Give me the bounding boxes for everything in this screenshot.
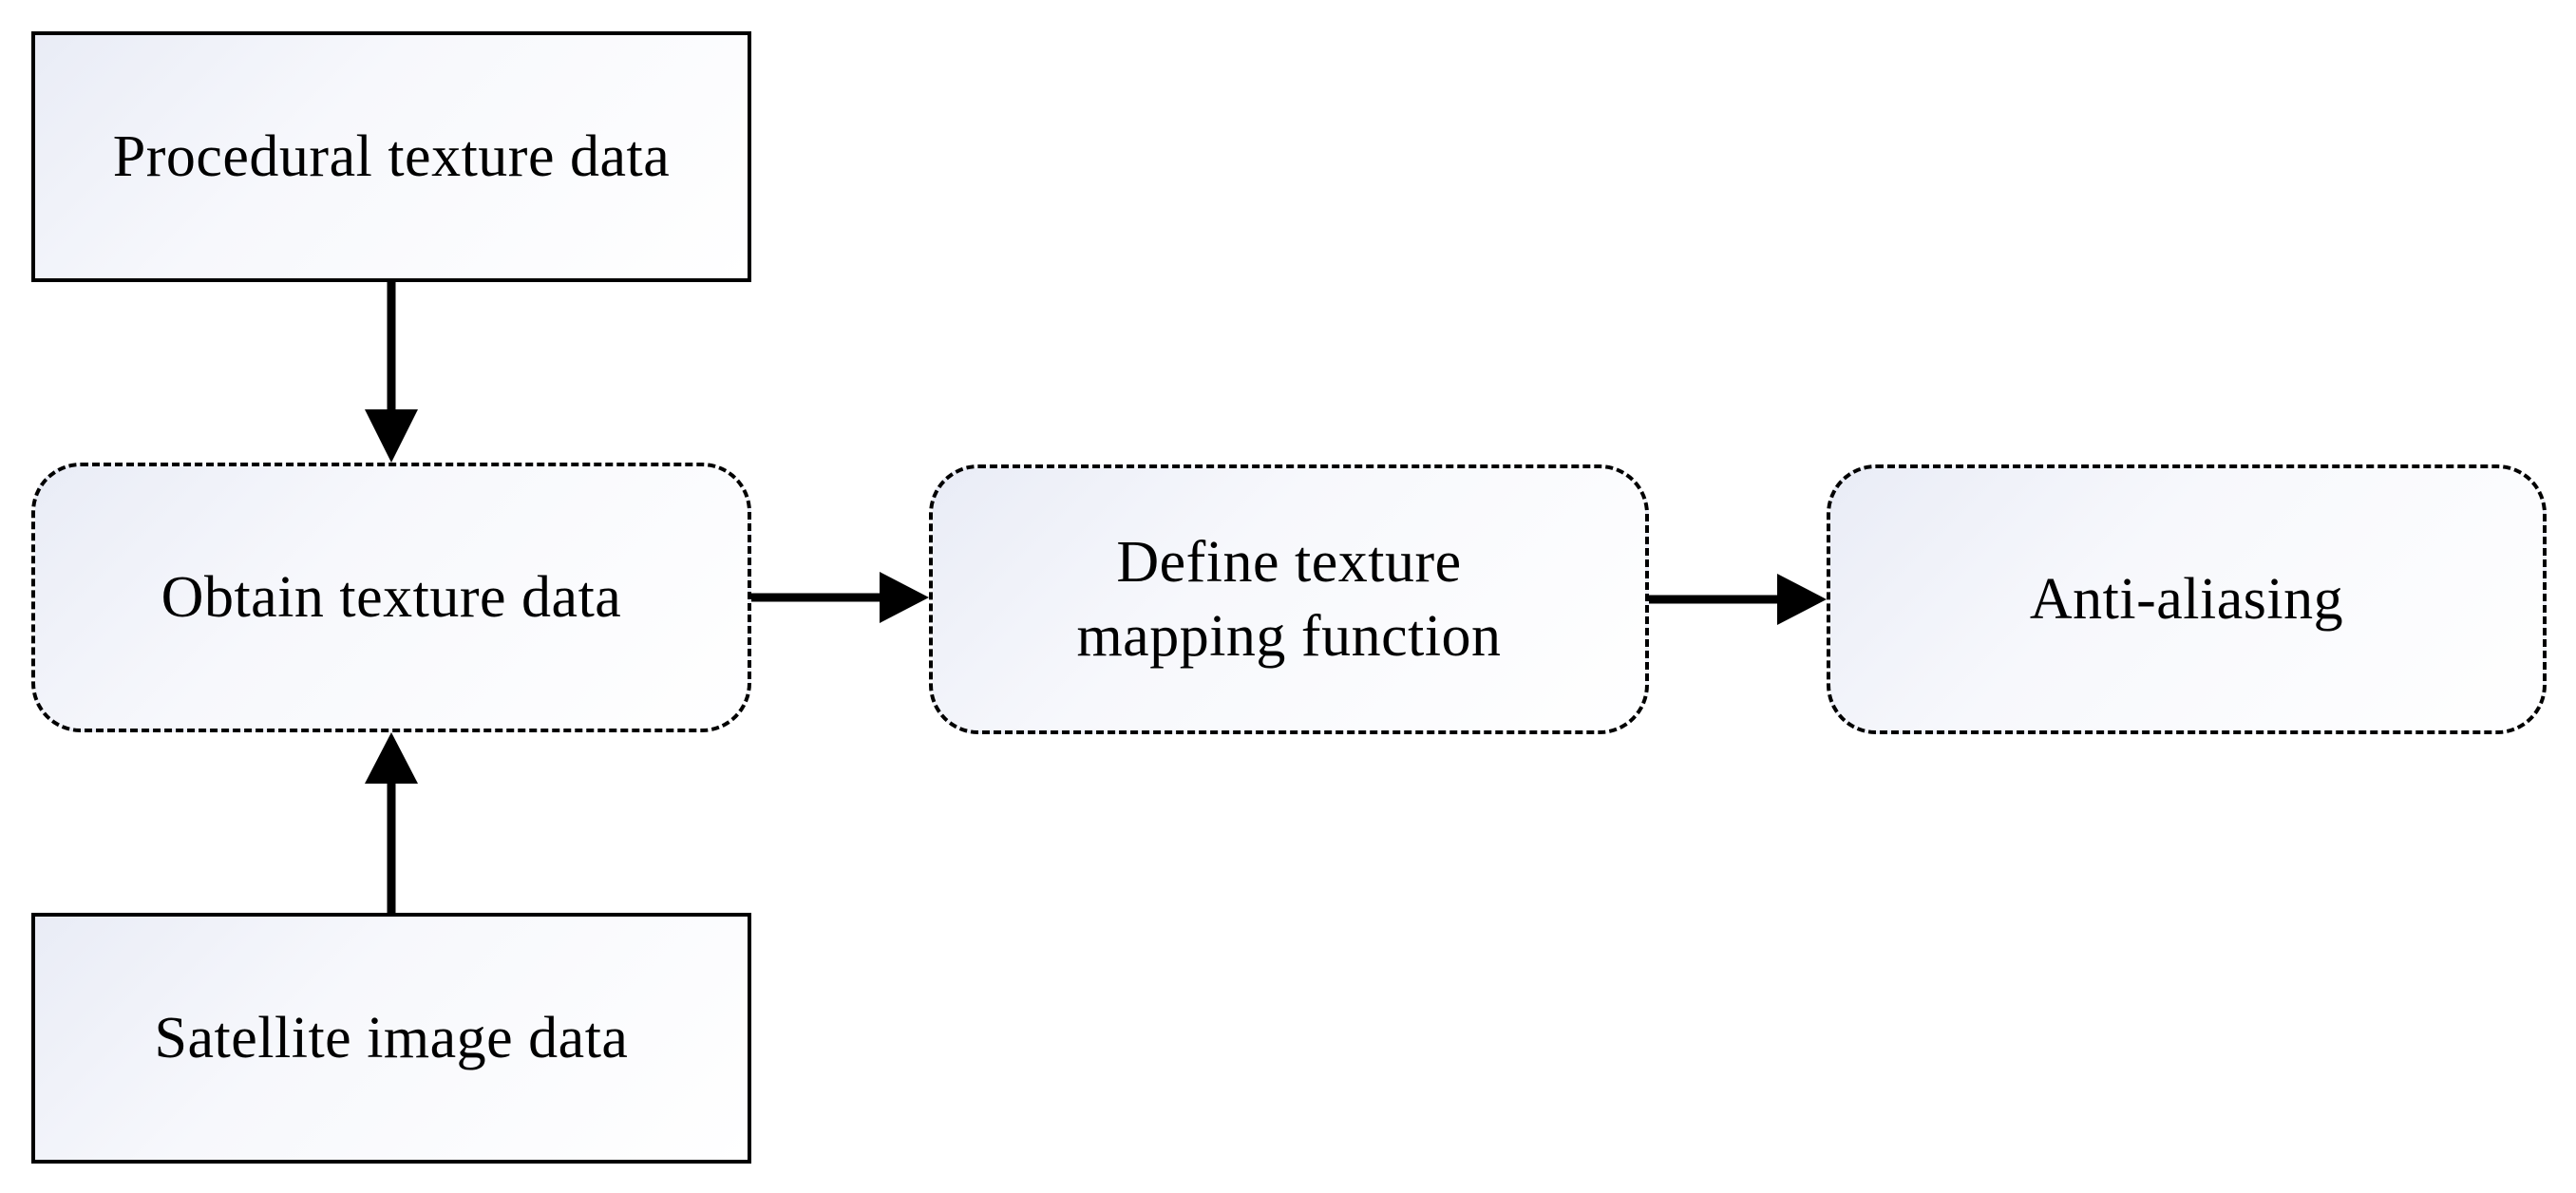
node-label: Define texture mapping function (1076, 530, 1502, 669)
arrow-obtain-to-define (751, 572, 929, 623)
node-anti-aliasing: Anti-aliasing (1827, 464, 2547, 734)
node-define-texture-mapping-function: Define texture mapping function (929, 464, 1649, 734)
node-label: Anti-aliasing (2029, 567, 2344, 632)
arrow-define-to-anti (1649, 574, 1827, 625)
node-satellite-image-data: Satellite image data (31, 913, 751, 1164)
node-label: Obtain texture data (161, 565, 622, 630)
arrow-procedural-to-obtain (365, 282, 418, 463)
node-procedural-texture-data: Procedural texture data (31, 31, 751, 282)
node-label: Satellite image data (154, 1006, 629, 1070)
node-obtain-texture-data: Obtain texture data (31, 463, 751, 732)
arrow-satellite-to-obtain (365, 732, 418, 913)
node-label: Procedural texture data (112, 124, 671, 189)
